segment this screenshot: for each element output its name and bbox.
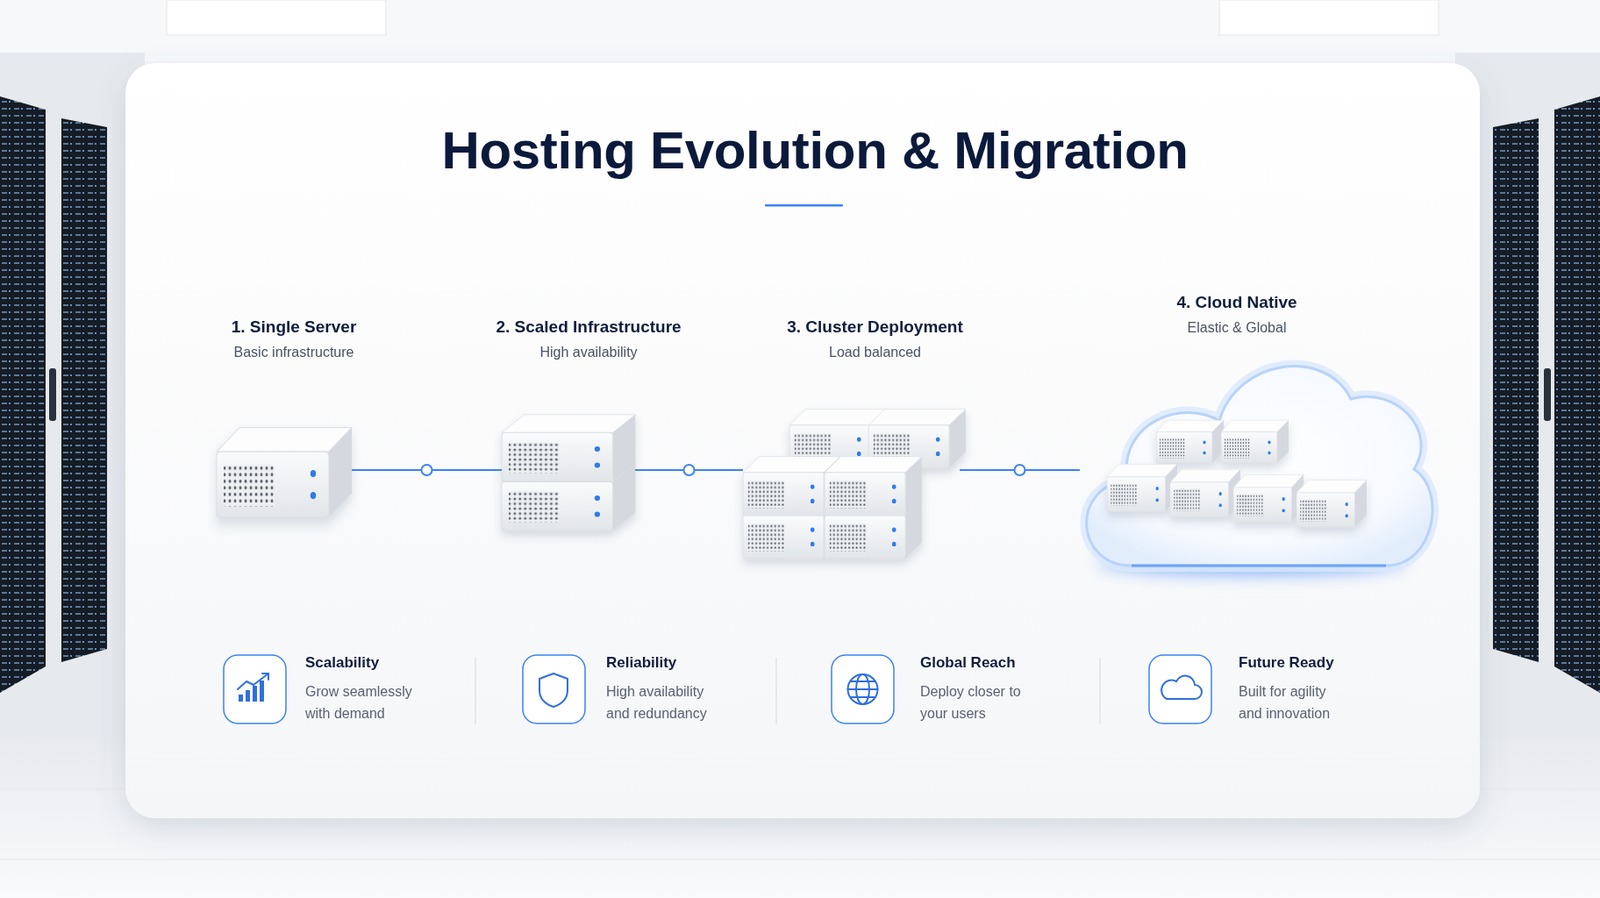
ceiling-light xyxy=(166,0,386,36)
chart-bar xyxy=(259,680,265,702)
connector-dot xyxy=(684,464,695,476)
rack-handle xyxy=(1543,368,1551,422)
stage-title: 1. Single Server xyxy=(231,317,358,337)
cloud-servers xyxy=(1107,420,1367,528)
title-underline xyxy=(764,204,843,208)
connector-group xyxy=(351,464,502,476)
feature-heading: Future Ready xyxy=(1238,653,1335,673)
separator xyxy=(474,657,477,725)
connector-group xyxy=(959,464,1080,476)
feature-heading: Global Reach xyxy=(920,653,1016,673)
chart-bar xyxy=(252,685,258,702)
chart-bar xyxy=(238,694,243,702)
ceiling-light xyxy=(1219,0,1439,36)
stage-subtitle: Elastic & Global xyxy=(1187,319,1287,337)
card-panel xyxy=(125,63,1480,819)
server-unit xyxy=(824,457,922,516)
rack-glass xyxy=(0,96,46,693)
stage-node: 3. Cluster DeploymentLoad balanced xyxy=(742,317,960,559)
stage-subtitle: Basic infrastructure xyxy=(234,343,355,362)
rack-handle xyxy=(49,368,57,422)
stage-node: 1. Single ServerBasic infrastructure xyxy=(216,317,352,518)
server-stack xyxy=(501,414,636,531)
server-unit xyxy=(1233,474,1304,522)
server-unit xyxy=(1296,479,1367,528)
server-unit xyxy=(501,414,636,482)
chart-bar xyxy=(245,690,250,702)
server-illustration xyxy=(216,428,352,519)
separator xyxy=(1099,657,1101,725)
icon-frame xyxy=(223,655,286,724)
server-unit xyxy=(1170,469,1241,517)
icon-frame xyxy=(1149,655,1212,724)
feature-description: Deploy closer to your users xyxy=(920,680,1029,725)
cloud-halo xyxy=(1086,366,1433,566)
server-cluster xyxy=(742,409,966,559)
server-unit xyxy=(1156,420,1224,464)
icon-frame xyxy=(522,655,586,724)
rack-glass xyxy=(1492,118,1539,663)
stage-subtitle: High availability xyxy=(539,343,637,362)
diagram-title: Hosting Evolution & Migration xyxy=(441,119,1188,183)
globe-parallel xyxy=(850,696,876,699)
cloud-icon xyxy=(1161,676,1202,700)
floor-tile-line xyxy=(0,859,1600,861)
rack-glass xyxy=(1554,96,1600,693)
separator xyxy=(775,657,778,725)
stage-node: 4. Cloud NativeElastic & Global xyxy=(1079,292,1424,577)
feature-description: Grow seamlessly with demand xyxy=(305,680,415,725)
stage-title: 2. Scaled Infrastructure xyxy=(495,317,681,337)
server-rack xyxy=(0,52,145,737)
feature-description: High availability and redundancy xyxy=(606,680,715,725)
cloud-base-edge xyxy=(1131,564,1386,568)
server-unit xyxy=(1221,420,1289,464)
connector-group xyxy=(635,464,743,476)
stage-title: 4. Cloud Native xyxy=(1176,292,1297,313)
connector-dot xyxy=(1014,464,1026,476)
stage-subtitle: Load balanced xyxy=(828,343,922,362)
stage-node: 2. Scaled InfrastructureHigh availabilit… xyxy=(501,317,636,531)
shield-icon xyxy=(539,673,568,708)
rack-glass xyxy=(61,118,108,663)
connector-dot xyxy=(421,464,433,476)
server-unit xyxy=(1107,464,1178,512)
icon-frame xyxy=(831,655,894,724)
feature-heading: Scalability xyxy=(305,653,379,673)
cloud-shape xyxy=(1086,366,1433,566)
ceiling xyxy=(0,0,1600,62)
chart-trend xyxy=(237,673,269,690)
globe-equator xyxy=(848,688,879,691)
globe-outline xyxy=(848,674,879,705)
feature-heading: Reliability xyxy=(606,653,677,673)
stage-title: 3. Cluster Deployment xyxy=(786,317,964,337)
chart-arrowhead xyxy=(262,673,269,680)
feature-description: Built for agility and innovation xyxy=(1238,680,1348,725)
globe-parallel xyxy=(850,680,876,683)
